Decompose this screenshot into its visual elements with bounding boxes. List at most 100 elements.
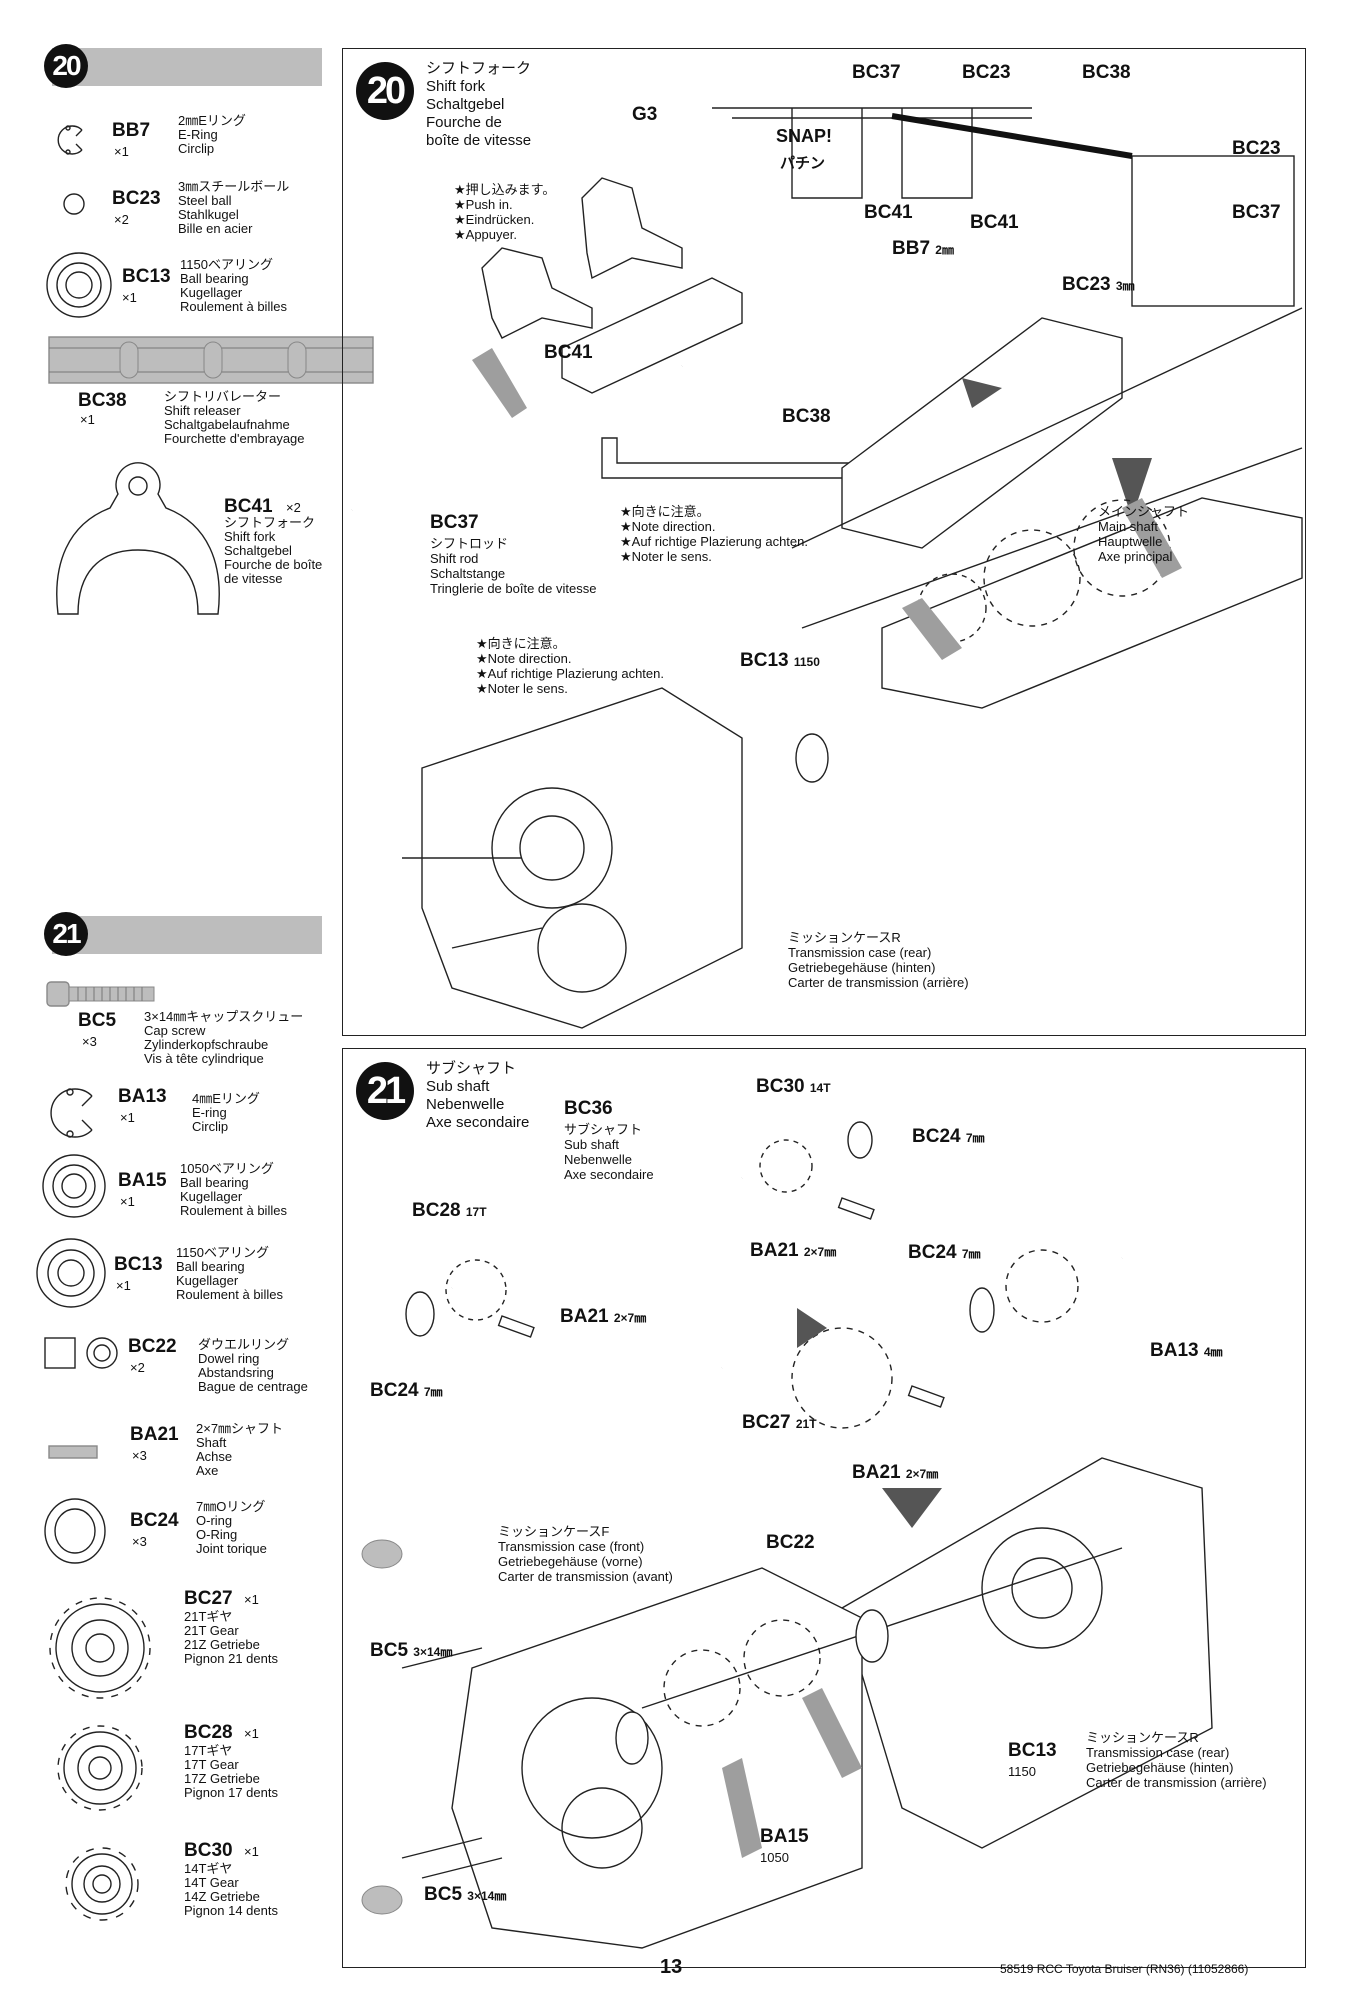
part-qty: ×1: [122, 290, 137, 305]
e-ring-icon: [50, 1088, 93, 1138]
part-qty: ×1: [114, 144, 129, 159]
part-code: BC24: [130, 1510, 179, 1531]
part-desc: 2㎜Eリング E-Ring Circlip: [178, 113, 246, 156]
label-bc41-top: BC41: [970, 212, 1019, 233]
shaft-icon: [48, 1445, 98, 1459]
step-21-assembly-drawing: [361, 1121, 1213, 1949]
step-21-title: サブシャフト Sub shaft Nebenwelle Axe secondai…: [426, 1060, 530, 1131]
part-code: BC23: [112, 188, 161, 209]
part-code: BC30: [184, 1840, 233, 1861]
label-bc13: BC13 1150: [740, 650, 820, 672]
part-desc: シフトフォーク Shift fork Schaltgebel Fourche d…: [224, 515, 323, 586]
part-desc: 3㎜スチールボール Steel ball Stahlkugel Bille en…: [178, 179, 290, 236]
main-shaft-label: メインシャフト Main shaft Hauptwelle Axe princi…: [1098, 504, 1190, 564]
part-qty: ×1: [244, 1844, 259, 1859]
shift-fork-icon: [56, 462, 220, 615]
ba21-code: BA21: [560, 1306, 609, 1327]
bc13-size-label: 1150: [1008, 1764, 1036, 1779]
bc24-code: BC24: [912, 1126, 961, 1147]
part-code: BC13: [114, 1254, 163, 1275]
part-qty: ×2: [286, 500, 301, 515]
part-code: BC5: [78, 1010, 117, 1031]
part-qty: ×1: [116, 1278, 131, 1293]
part-desc: ダウエルリング Dowel ring Abstandsring Bague de…: [198, 1337, 308, 1394]
bc28-code: BC28: [412, 1200, 461, 1221]
label-bc24-left: BC24 7㎜: [370, 1380, 443, 1402]
part-desc: 4㎜Eリング E-ring Circlip: [192, 1091, 260, 1134]
part-desc: 21Tギヤ 21T Gear 21Z Getriebe Pignon 21 de…: [184, 1609, 278, 1666]
label-bc23-3mm: BC23 3㎜: [1062, 274, 1135, 296]
part-desc: 7㎜Oリング O-ring O-Ring Joint torique: [196, 1499, 267, 1556]
bc30-teeth: 14T: [809, 1081, 831, 1095]
bc13-code: BC13: [740, 650, 789, 671]
bc27-teeth: 21T: [795, 1417, 817, 1431]
part-code: BA21: [130, 1424, 179, 1445]
bc24-size: 7㎜: [965, 1131, 985, 1145]
label-bc24-top: BC24 7㎜: [912, 1126, 985, 1148]
part-desc: シフトリバレーター Shift releaser Schaltgabelaufn…: [164, 389, 305, 446]
label-bc37-callout: BC37: [1232, 202, 1281, 223]
bc5-code: BC5: [370, 1640, 409, 1661]
gear-icon: [49, 1597, 151, 1699]
part-qty: ×1: [244, 1726, 259, 1741]
page-footer: 58519 RCC Toyota Bruiser (RN36) (1105286…: [1000, 1962, 1249, 1976]
step-21-header-bar: [52, 916, 322, 954]
bc5-code: BC5: [424, 1884, 463, 1905]
cap-screw-icon: [46, 981, 155, 1007]
transmission-case-rear-label: ミッションケースR Transmission case (rear) Getri…: [788, 930, 969, 990]
label-bc38-mid: BC38: [782, 406, 831, 427]
o-ring-icon: [44, 1498, 106, 1564]
label-bc41-mid: BC41: [864, 202, 913, 223]
label-bc30: BC30 14T: [756, 1076, 831, 1098]
label-bc13: BC13: [1008, 1740, 1057, 1761]
part-code: BA13: [118, 1086, 167, 1107]
bc24-code: BC24: [908, 1242, 957, 1263]
step-21-diagram-frame: [342, 1048, 1306, 1968]
step-20-title: シフトフォーク Shift fork Schaltgebel Fourche d…: [426, 60, 532, 149]
step-20-header-bar: [52, 48, 322, 86]
bb7-size: 2㎜: [935, 243, 954, 257]
label-g3: G3: [632, 104, 658, 125]
direction-note-2: ★向きに注意。 ★Note direction. ★Auf richtige P…: [476, 636, 664, 696]
step-20-number: 20: [44, 44, 88, 88]
bc13-size: 1150: [793, 655, 820, 669]
direction-note-1: ★向きに注意。 ★Note direction. ★Auf richtige P…: [620, 504, 808, 564]
part-qty: ×3: [132, 1534, 147, 1549]
dowel-ring-icon: [44, 1337, 118, 1369]
shift-releaser-icon: [48, 336, 374, 384]
bc30-code: BC30: [756, 1076, 805, 1097]
label-bc38-top: BC38: [1082, 62, 1131, 83]
gear-icon: [65, 1847, 139, 1921]
part-qty: ×3: [132, 1448, 147, 1463]
gear-icon: [57, 1725, 143, 1811]
part-code: BC27: [184, 1588, 233, 1609]
page-number: 13: [660, 1956, 683, 1978]
shift-rod-label: シフトロッド Shift rod Schaltstange Tringlerie…: [430, 536, 597, 596]
label-bb7: BB7 2㎜: [892, 238, 954, 260]
e-ring-icon: [57, 125, 83, 155]
part-code: BC13: [122, 266, 171, 287]
label-ba21-bottom: BA21 2×7㎜: [852, 1462, 938, 1484]
ba21-code: BA21: [852, 1462, 901, 1483]
part-qty: ×1: [120, 1194, 135, 1209]
label-bc37-rod: BC37: [430, 512, 479, 533]
label-bc27: BC27 21T: [742, 1412, 817, 1434]
sub-shaft-label: サブシャフト Sub shaft Nebenwelle Axe secondai…: [564, 1122, 654, 1182]
step-21-number: 21: [44, 912, 88, 956]
label-bc41-left: BC41: [544, 342, 593, 363]
label-ba21-top: BA21 2×7㎜: [750, 1240, 836, 1262]
part-desc: 1050ベアリング Ball bearing Kugellager Roulem…: [180, 1161, 287, 1218]
label-bc23-callout: BC23: [1232, 138, 1281, 159]
label-bc5-bottom: BC5 3×14㎜: [424, 1884, 506, 1906]
step-20-big-number: 20: [356, 62, 414, 120]
ba21-size: 2×7㎜: [803, 1245, 837, 1259]
bearing-icon: [46, 252, 112, 318]
ba21-size: 2×7㎜: [905, 1467, 939, 1481]
label-bc37-top: BC37: [852, 62, 901, 83]
part-qty: ×3: [82, 1034, 97, 1049]
part-qty: ×1: [244, 1592, 259, 1607]
label-bc22: BC22: [766, 1532, 815, 1553]
bc28-teeth: 17T: [465, 1205, 487, 1219]
label-bc23-top: BC23: [962, 62, 1011, 83]
push-in-note: ★押し込みます。 ★Push in. ★Eindrücken. ★Appuyer…: [454, 182, 556, 242]
